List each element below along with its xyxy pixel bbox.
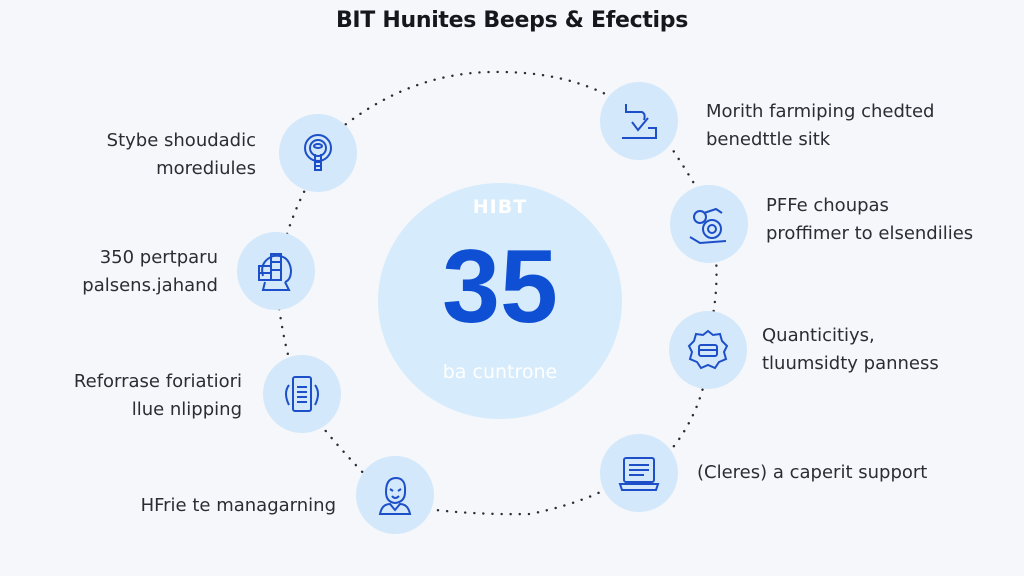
label-line2: llue nlipping xyxy=(131,399,242,420)
document-list-icon xyxy=(285,376,319,412)
label-left-1: Stybe shoudadic morediules xyxy=(107,127,256,183)
center-stat-circle: HIBT 35 ba cuntrone xyxy=(378,183,622,419)
badge-card-icon xyxy=(687,329,729,370)
label-right-1: Morith farmiping chedted benedttle sitk xyxy=(706,98,934,154)
label-left-2: 350 pertparu palsens.jahand xyxy=(82,244,218,300)
node-badge-card xyxy=(669,311,747,389)
label-line1: 350 pertparu xyxy=(99,247,218,268)
label-line2: palsens.jahand xyxy=(82,275,218,296)
person-headset-icon xyxy=(378,476,412,515)
label-left-3: Reforrase foriatiori llue nlipping xyxy=(74,368,242,424)
label-line2: benedttle sitk xyxy=(706,129,831,150)
checkmark-signature-icon xyxy=(622,104,657,139)
label-right-4: (Cleres) a caperit support xyxy=(697,459,927,487)
label-line1: Morith farmiping chedted xyxy=(706,101,935,122)
label-right-2: PFFe choupas proffimer to elsendilies xyxy=(766,192,973,248)
node-database-server xyxy=(237,232,315,310)
label-line1: PFFe choupas xyxy=(766,195,889,216)
diagram-title: BIT Hunites Beeps & Efectips xyxy=(335,8,689,33)
node-document-list xyxy=(263,355,341,433)
label-line1: (Cleres) a caperit support xyxy=(697,462,928,483)
label-line2: tluumsidty panness xyxy=(762,353,939,374)
label-line1: HFrie te managarning xyxy=(140,495,336,516)
node-person-headset xyxy=(356,456,434,534)
node-checkmark-signature xyxy=(600,82,678,160)
label-left-4: HFrie te managarning xyxy=(141,492,336,520)
label-line2: morediules xyxy=(156,158,256,179)
label-line1: Reforrase foriatiori xyxy=(73,371,242,392)
database-server-icon xyxy=(258,253,293,291)
label-line1: Stybe shoudadic xyxy=(106,130,256,151)
node-lightbulb xyxy=(279,114,357,192)
gears-hand-icon xyxy=(689,207,727,245)
laptop-icon xyxy=(618,457,660,491)
node-gears-hand xyxy=(670,185,748,263)
label-line2: proffimer to elsendilies xyxy=(766,223,974,244)
center-kicker: HIBT xyxy=(472,196,528,218)
node-laptop xyxy=(600,434,678,512)
center-value: 35 xyxy=(442,229,558,345)
label-right-3: Quanticitiys, tluumsidty panness xyxy=(762,322,939,378)
lightbulb-icon xyxy=(304,134,332,171)
center-caption: ba cuntrone xyxy=(442,361,558,383)
label-line1: Quanticitiys, xyxy=(762,325,875,346)
